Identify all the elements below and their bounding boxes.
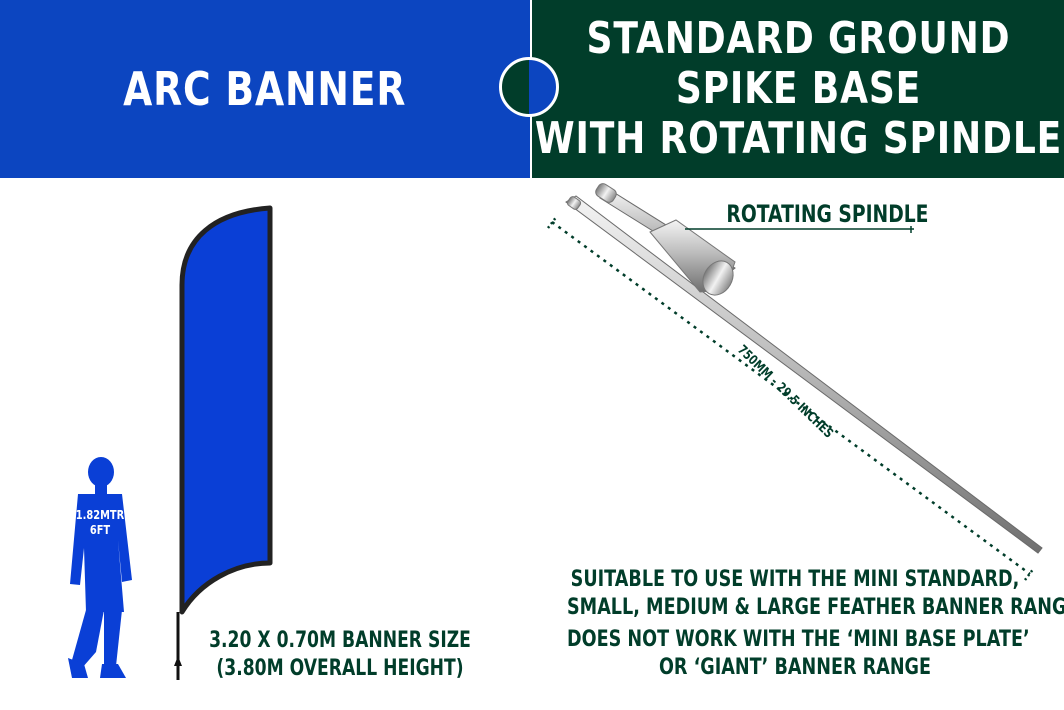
not-compatible-note: DOES NOT WORK WITH THE ‘MINI BASE PLATE’…: [567, 626, 1030, 682]
spike-title-line-2: SPIKE BASE: [675, 63, 921, 114]
not-compatible-line-2: OR ‘GIANT’ BANNER RANGE: [658, 655, 932, 680]
not-compatible-line-1: DOES NOT WORK WITH THE ‘MINI BASE PLATE’: [567, 627, 1030, 652]
person-silhouette-icon: [68, 457, 132, 678]
rotating-spindle-label: ROTATING SPINDLE: [726, 200, 929, 228]
suitable-line-2: SMALL, MEDIUM & LARGE FEATHER BANNER RAN…: [567, 595, 1064, 620]
length-dimension-line: [551, 220, 1031, 576]
ground-spike-image: [565, 183, 1043, 554]
suitable-line-1: SUITABLE TO USE WITH THE MINI STANDARD,: [570, 567, 1020, 592]
person-height-label: 1.82MTR 6FT: [75, 508, 124, 538]
person-height-metric: 1.82MTR: [75, 508, 125, 522]
arc-banner-title: ARC BANNER: [123, 62, 407, 116]
spike-title-line-3: WITH ROTATING SPINDLE: [534, 113, 1062, 164]
arc-banner-flag: [174, 205, 273, 680]
person-height-imperial: 6FT: [89, 523, 111, 537]
banner-size-line-2: (3.80M OVERALL HEIGHT): [216, 656, 464, 681]
spike-base-title: STANDARD GROUND SPIKE BASE WITH ROTATING…: [534, 14, 1061, 164]
header-center-circle: [499, 57, 559, 117]
banner-size-line-1: 3.20 X 0.70M BANNER SIZE: [209, 628, 471, 653]
header-left-panel: ARC BANNER: [0, 0, 530, 178]
header-right-panel: STANDARD GROUND SPIKE BASE WITH ROTATING…: [532, 0, 1064, 178]
suitable-note: SUITABLE TO USE WITH THE MINI STANDARD, …: [567, 566, 1064, 622]
pole-arrow-icon: [174, 656, 182, 666]
spike-title-line-1: STANDARD GROUND: [586, 13, 1010, 64]
banner-size-caption: 3.20 X 0.70M BANNER SIZE (3.80M OVERALL …: [200, 627, 481, 683]
